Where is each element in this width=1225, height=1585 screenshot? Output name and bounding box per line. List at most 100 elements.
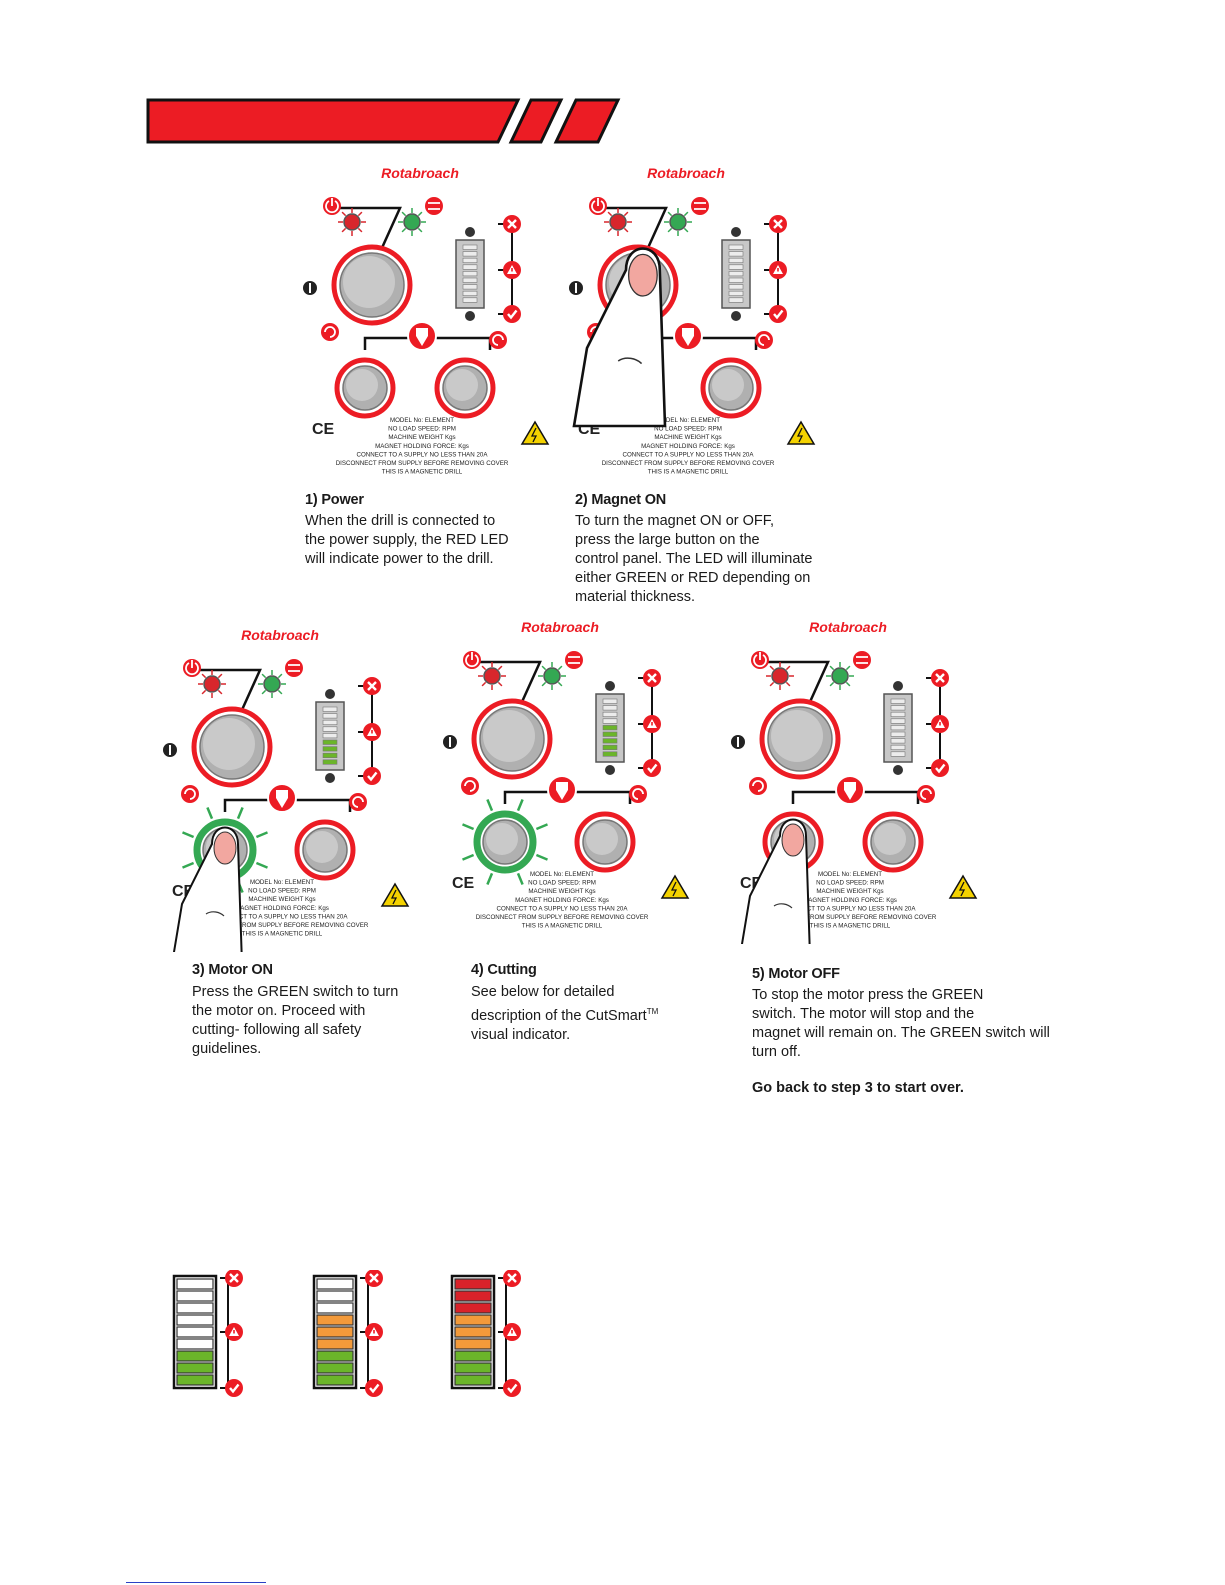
legend-segment [176,1290,214,1302]
gauge-segment [602,725,618,731]
gauge-segment [602,711,618,717]
magnet-icon [565,651,583,669]
gauge-segment [728,264,744,270]
gauge-bottom-cap [325,773,335,783]
section-banner [146,98,621,144]
gauge-segment [322,726,338,732]
check-status-icon [365,1379,383,1397]
check-status-icon [769,305,787,323]
forward-rotation-icon [321,323,339,341]
gauge-segment [322,719,338,725]
gauge-segment [602,738,618,744]
legend-segment [454,1374,492,1386]
reverse-rotation-icon [349,793,367,811]
magnet-led [831,667,849,685]
plate-text-line: DISCONNECT FROM SUPPLY BEFORE REMOVING C… [602,460,775,467]
gauge-top-cap [893,681,903,691]
legend-segment [316,1362,354,1374]
gauge-segment [728,251,744,257]
gauge-segment [322,706,338,712]
gauge-top-cap [325,689,335,699]
legend-segment [316,1314,354,1326]
plate-text-line: CONNECT TO A SUPPLY NO LESS THAN 20A [216,913,348,920]
legend-segment [454,1302,492,1314]
legend-segment [454,1326,492,1338]
step-4-body: See below for detailed description of th… [471,984,659,1043]
gauge-segment [728,271,744,277]
brand-logo: Rotabroach [647,165,725,181]
legend-segment [176,1302,214,1314]
legend-segment [176,1338,214,1350]
plate-text-line: NO LOAD SPEED: RPM [388,426,456,433]
plate-text-line: MAGNET HOLDING FORCE: Kgs [515,897,609,904]
step-5-title: 5) Motor OFF [752,966,840,982]
power-led [203,675,221,693]
plate-text-line: MAGNET HOLDING FORCE: Kgs [235,905,329,912]
step-5-body: To stop the motor press the GREEN switch… [752,987,1050,1060]
gauge-bottom-cap [893,765,903,775]
check-status-icon [225,1379,243,1397]
plate-text-line: MODEL No: ELEMENT [818,871,882,878]
power-led [483,667,501,685]
plate-text-line: NO LOAD SPEED: RPM [816,880,884,887]
gauge-segment [322,739,338,745]
plate-text-line: MAGNET HOLDING FORCE: Kgs [641,443,735,450]
gauge-segment [602,698,618,704]
reverse-rotation-icon [489,331,507,349]
legend-segment [316,1290,354,1302]
plate-text-line: MODEL No: ELEMENT [250,879,314,886]
gauge-segment [462,244,478,250]
gauge-segment [890,705,906,711]
ce-mark: CE [452,875,475,892]
gauge-segment [462,257,478,263]
step-2-body: To turn the magnet ON or OFF, press the … [575,513,813,605]
gauge-segment [602,751,618,757]
brand-logo: Rotabroach [241,627,319,643]
legend-graphic [172,1269,243,1397]
electric-hazard-icon [380,882,410,907]
gauge-segment [890,751,906,757]
legend-segment [454,1338,492,1350]
gauge-bottom-cap [465,311,475,321]
reverse-rotation-icon [629,785,647,803]
gauge-segment [728,284,744,290]
gauge-bottom-cap [731,311,741,321]
ce-mark: CE [312,421,335,438]
gauge-segment [728,244,744,250]
power-led [609,213,627,231]
magnet-led [403,213,421,231]
forward-rotation-icon [181,785,199,803]
cutsmart-indicator-red [448,1269,538,1405]
legend-graphic [450,1269,521,1397]
check-status-icon [363,767,381,785]
plate-text-line: CONNECT TO A SUPPLY NO LESS THAN 20A [622,451,754,458]
gauge-segment [890,731,906,737]
gauge-segment [890,744,906,750]
magnet-led [543,667,561,685]
electric-hazard-icon [948,874,978,899]
gauge-segment [462,251,478,257]
gauge-segment [322,746,338,752]
brand-logo: Rotabroach [521,619,599,635]
legend-segment [454,1278,492,1290]
gauge-top-cap [731,227,741,237]
gauge-segment [602,744,618,750]
gauge-segment [728,290,744,296]
gauge-segment [728,257,744,263]
plate-text-line: CONNECT TO A SUPPLY NO LESS THAN 20A [356,451,488,458]
plate-text-line: MODEL No: ELEMENT [390,417,454,424]
magnet-icon [425,197,443,215]
footer-link-underline [126,1582,266,1583]
plate-text-line: MAGNET HOLDING FORCE: Kgs [803,897,897,904]
step-1-body: When the drill is connected to the power… [305,513,509,567]
legend-segment [176,1278,214,1290]
gauge-bottom-cap [605,765,615,775]
legend-segment [454,1362,492,1374]
gauge-segment [322,752,338,758]
plate-text-line: CONNECT TO A SUPPLY NO LESS THAN 20A [496,905,628,912]
